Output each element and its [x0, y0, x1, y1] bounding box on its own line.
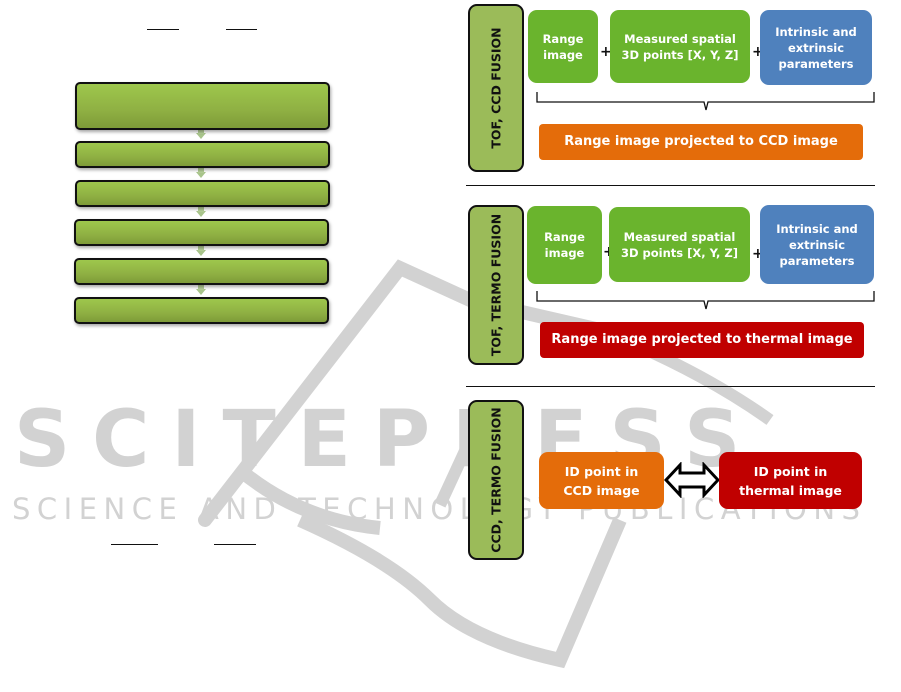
underline-bottom-1 [111, 544, 158, 545]
ccd-id-point-box: ID point in CCD image [539, 452, 664, 509]
result-box: Range image projected to thermal image [540, 322, 864, 358]
panel-label: TOF, TERMO FUSION [488, 213, 504, 357]
result-box: Range image projected to CCD image [539, 124, 863, 160]
measured-points-line-2: 3D points [X, Y, Z] [620, 245, 739, 260]
range-image-line-2: image [543, 47, 583, 62]
ccd-id-point-line-2: CCD image [563, 482, 640, 498]
flow-step-6 [74, 297, 329, 324]
parameters-line-3: parameters [778, 56, 854, 71]
parameters-line-3: parameters [779, 253, 855, 268]
measured-points-line-2: 3D points [X, Y, Z] [621, 47, 739, 62]
thermal-id-point-box: ID point in thermal image [719, 452, 862, 509]
flow-step-4 [74, 219, 329, 246]
plus-operator: + [603, 244, 615, 260]
panel-label-box: CCD, TERMO FUSION [468, 400, 524, 560]
flow-step-3 [75, 180, 330, 207]
plus-operator: + [752, 246, 764, 262]
thermal-id-point-line-1: ID point in [753, 463, 828, 479]
parameters-line-1: Intrinsic and [775, 24, 857, 39]
parameters-line-1: Intrinsic and [776, 221, 858, 236]
brace-icon [536, 291, 875, 310]
range-image-line-1: Range [544, 230, 585, 244]
flow-step-2 [75, 141, 330, 168]
underline-bottom-2 [214, 544, 256, 545]
double-arrow-icon [664, 462, 720, 498]
flow-step-5 [74, 258, 329, 285]
range-image-line-1: Range [542, 31, 584, 46]
panel-label: CCD, TERMO FUSION [488, 407, 504, 553]
parameters-line-2: extrinsic [787, 40, 845, 55]
underline-top-1 [147, 29, 179, 30]
range-image-box: Range image [527, 206, 602, 284]
divider [466, 185, 875, 186]
divider [466, 386, 875, 387]
measured-points-line-1: Measured spatial [623, 229, 736, 244]
panel-label-box: TOF, TERMO FUSION [468, 205, 524, 365]
parameters-line-2: extrinsic [788, 237, 846, 252]
flow-arrow-icon [196, 207, 206, 217]
panel-label: TOF, CCD FUSION [488, 27, 504, 149]
plus-operator: + [752, 44, 764, 60]
flow-arrow-icon [196, 285, 206, 295]
thermal-id-point-line-2: thermal image [739, 482, 842, 498]
panel-label-box: TOF, CCD FUSION [468, 4, 524, 172]
flow-arrow-icon [196, 246, 206, 256]
range-image-line-2: image [544, 246, 585, 260]
flow-arrow-icon [196, 129, 206, 139]
measured-points-line-1: Measured spatial [624, 31, 736, 46]
brace-icon [536, 92, 875, 111]
underline-top-2 [226, 29, 257, 30]
ccd-id-point-line-1: ID point in [564, 463, 639, 479]
flow-arrow-icon [196, 168, 206, 178]
flow-step-1 [75, 82, 330, 130]
plus-operator: + [600, 44, 612, 60]
